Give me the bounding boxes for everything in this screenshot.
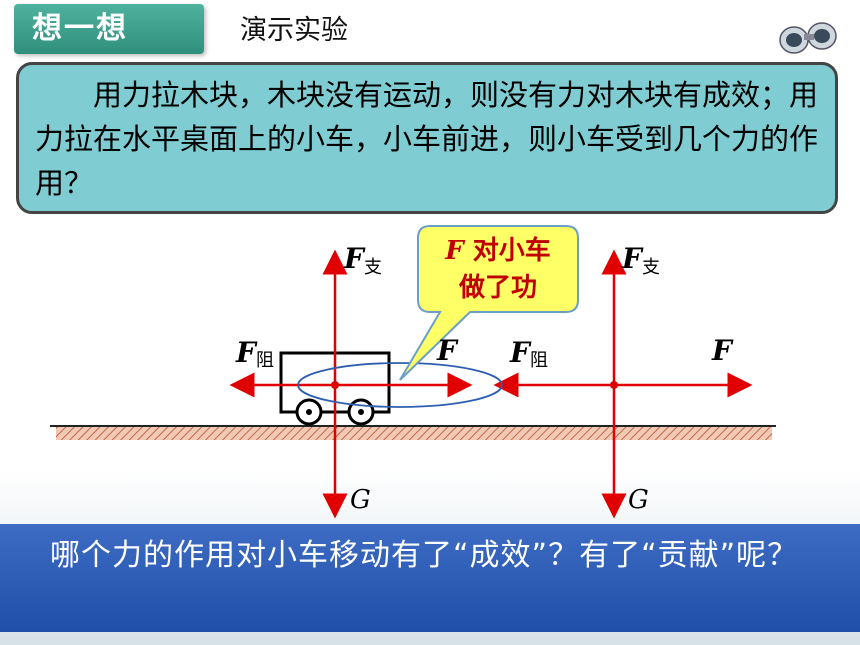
right-resist-label: F <box>509 336 532 369</box>
right-pull-label: F <box>711 334 734 367</box>
callout-bubble: F 对小车 做了功 <box>399 225 579 381</box>
callout-line1: 对小车 <box>473 235 551 266</box>
right-support-subscript: 支 <box>642 257 660 278</box>
right-support-label: F <box>621 242 644 275</box>
section-tab: 想一想 <box>14 4 204 54</box>
callout-force-symbol: F <box>444 236 465 266</box>
callout-line2: 做了功 <box>458 273 537 303</box>
svg-text:F 对小车: F 对小车 <box>444 235 551 266</box>
bottom-question-bar: 哪个力的作用对小车移动有了“成效”？有了“贡献”呢？ <box>0 524 860 632</box>
right-gravity-label: G <box>628 485 649 515</box>
left-support-label: F <box>343 242 366 275</box>
left-resist-label: F <box>235 336 258 369</box>
page-subtitle: 演示实验 <box>240 15 348 46</box>
left-pull-label: F <box>436 334 459 367</box>
binoculars-icon <box>779 22 837 54</box>
force-diagram: F 对小车 做了功 F 支 F 阻 F G F 支 F 阻 F G <box>50 225 776 519</box>
right-force-arrows <box>493 249 753 519</box>
left-force-arrows <box>229 249 473 519</box>
question-box: 用力拉木块，木块没有运动，则没有力对木块有成效；用力拉在水平桌面上的小车，小车前… <box>16 62 838 214</box>
highlight-ellipse <box>297 362 503 408</box>
table-surface <box>50 425 776 440</box>
left-support-subscript: 支 <box>364 257 382 278</box>
left-resist-subscript: 阻 <box>256 350 274 371</box>
left-gravity-label: G <box>350 485 371 515</box>
right-resist-subscript: 阻 <box>530 350 548 371</box>
